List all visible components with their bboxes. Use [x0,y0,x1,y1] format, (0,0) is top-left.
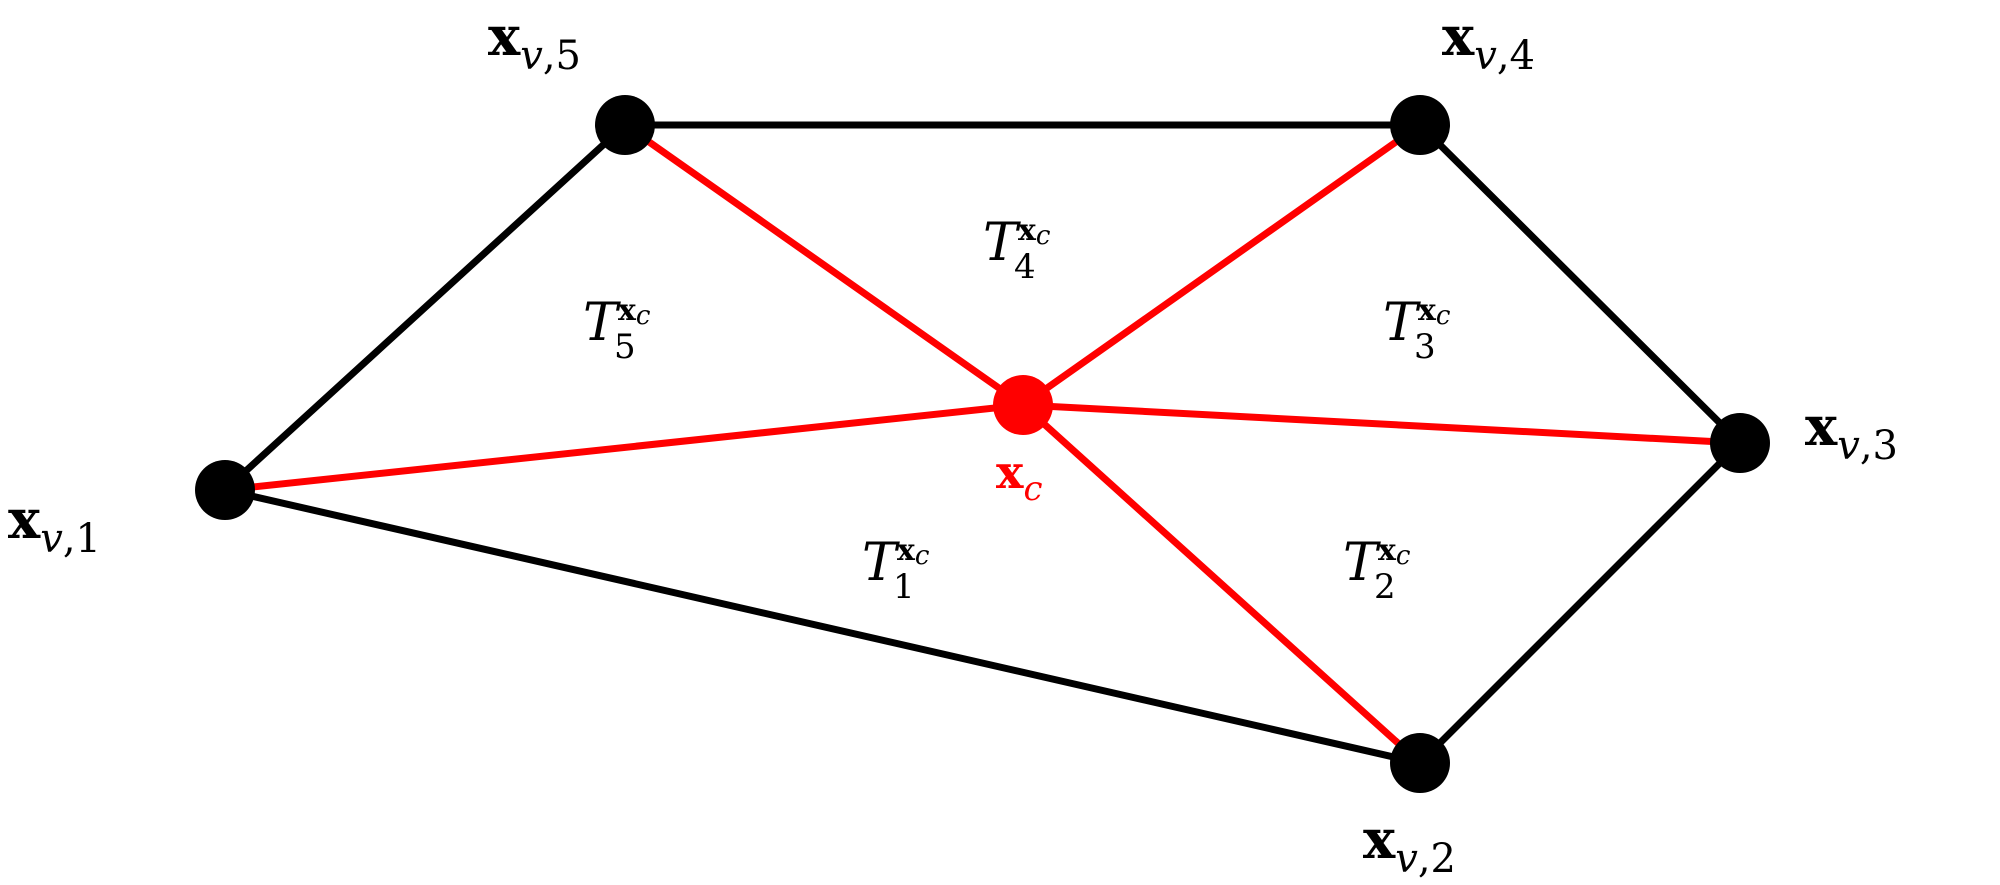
svg-text:xc: xc [1378,533,1411,571]
svg-text:4: 4 [1014,247,1036,287]
svg-text:T: T [1383,293,1421,353]
svg-text:5: 5 [614,327,636,367]
vertex-labels: xv,1 xv,2 xv,3 xv,4 xv,5 xc [8,4,1898,882]
label-v4: xv,4 [1442,4,1535,79]
svg-text:xc: xc [1418,293,1451,331]
triangle-labels: T xc 1 T xc 2 T xc 3 T xc 4 T xc 5 [583,213,1451,607]
spoke-c-v2 [1019,401,1424,767]
edge-v2-v1 [221,486,1424,767]
svg-text:T: T [862,533,900,593]
vertices [195,95,1770,793]
triangle-label-T5: T xc 5 [583,293,651,367]
triangle-label-T1: T xc 1 [862,533,930,607]
polygon-boundary [221,121,1744,767]
svg-text:T: T [583,293,621,353]
edge-v1-v5 [221,121,629,494]
label-v1: xv,1 [8,487,101,562]
svg-text:3: 3 [1414,327,1436,367]
label-centroid: xc [996,445,1042,509]
centroid-spokes [221,121,1744,767]
spoke-c-v3 [1019,401,1744,447]
svg-text:xc: xc [618,293,651,331]
svg-text:xc: xc [897,533,930,571]
svg-text:1: 1 [893,567,915,607]
vertex-v4 [1390,95,1450,155]
svg-text:T: T [1343,533,1381,593]
svg-text:T: T [983,213,1021,273]
spoke-c-v5 [621,121,1027,409]
triangle-label-T2: T xc 2 [1343,533,1411,607]
vertex-v2 [1390,733,1450,793]
spoke-c-v4 [1019,121,1424,409]
vertex-v3 [1710,413,1770,473]
label-v5: xv,5 [488,4,581,79]
label-v3: xv,3 [1805,394,1898,469]
svg-text:xc: xc [1018,213,1051,251]
edge-v3-v2 [1416,439,1744,767]
triangle-label-T3: T xc 3 [1383,293,1451,367]
svg-text:2: 2 [1374,567,1396,607]
vertex-v5 [595,95,655,155]
triangle-label-T4: T xc 4 [983,213,1051,287]
edge-v4-v3 [1416,121,1744,447]
centroid-point [993,375,1053,435]
vertex-v1 [195,460,255,520]
label-v2: xv,2 [1363,807,1456,882]
spoke-c-v1 [221,401,1027,494]
